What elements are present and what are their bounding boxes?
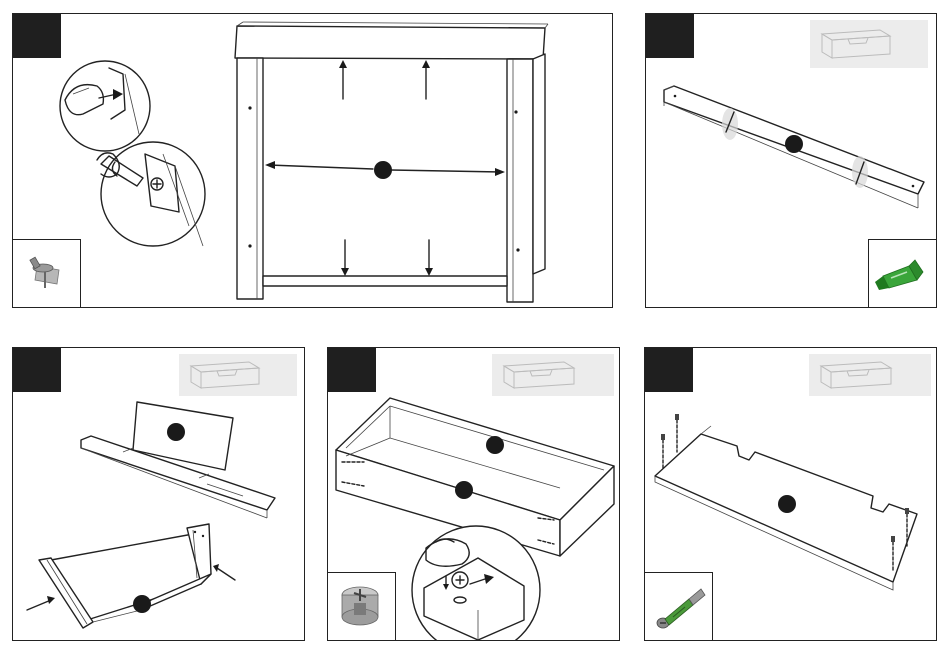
part-marker-dot (133, 595, 151, 613)
step-panel-5 (644, 347, 937, 641)
magnifier-callout-icon (97, 142, 205, 246)
magnifier-callout-icon (60, 61, 150, 151)
hardware-box (868, 239, 936, 307)
part-marker-dot (778, 495, 796, 513)
cabinet-bottom-shelf (263, 276, 507, 286)
step-panel-3 (12, 347, 305, 641)
step-panel-1 (12, 13, 613, 308)
hardware-box (645, 572, 713, 640)
step-panel-4 (327, 347, 620, 641)
hardware-box (13, 239, 81, 307)
cabinet-right-side (507, 59, 533, 302)
assembly-illustration-cabinet (13, 14, 613, 308)
cam-screw-icon (13, 240, 81, 308)
part-marker-dot (167, 423, 185, 441)
step-panel-2 (645, 13, 937, 308)
cabinet-top-panel (235, 26, 545, 59)
glue-tube-icon (869, 240, 937, 308)
cam-bolt-icon (645, 573, 713, 641)
cam-lock-nut-icon (328, 573, 396, 641)
part-marker-dot (374, 161, 392, 179)
assembly-illustration-drawer-frame (13, 348, 305, 641)
hardware-box (328, 572, 396, 640)
part-marker-dot (486, 436, 504, 454)
cabinet-left-side (237, 58, 263, 299)
part-marker-dot (785, 135, 803, 153)
part-marker-dot (455, 481, 473, 499)
